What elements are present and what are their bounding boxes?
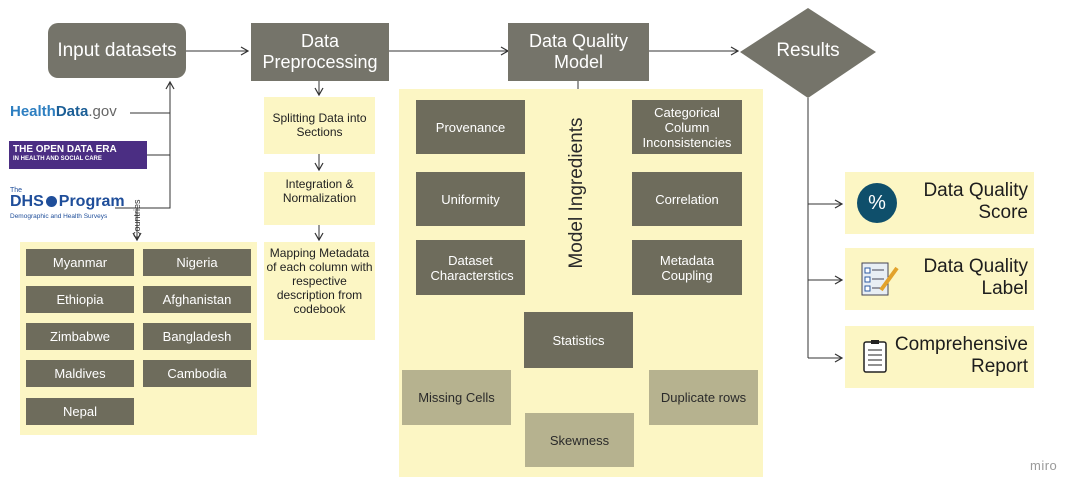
quality-model-label: Data Quality Model xyxy=(528,31,629,72)
results-diamond xyxy=(740,8,876,98)
dhs-small-text: The xyxy=(10,187,23,194)
mapping-step xyxy=(264,242,375,340)
report-svg xyxy=(863,340,887,373)
categorical-label: Categorical Column Inconsistencies xyxy=(642,104,732,150)
dhs-subtitle: Demographic and Health Surveys xyxy=(10,213,108,220)
dhs-main-text: DHS xyxy=(10,193,44,210)
report-card: Comprehensive Report xyxy=(845,326,1034,388)
country-label: Nigeria xyxy=(176,255,218,270)
skewness-box: Skewness xyxy=(525,413,634,467)
checklist-icon xyxy=(861,260,899,296)
country-maldives: Maldives xyxy=(26,360,134,387)
country-label: Zimbabwe xyxy=(50,329,110,344)
percent-icon: % xyxy=(857,183,897,223)
healthdata-text-b: Data xyxy=(55,103,89,120)
country-label: Myanmar xyxy=(52,255,108,270)
countries-label: Countries xyxy=(132,196,142,238)
split-step-label: Splitting Data into Sections xyxy=(272,111,367,139)
country-cambodia: Cambodia xyxy=(143,360,251,387)
dhs-program-text: Program xyxy=(58,193,125,210)
dhs-title: DHS Program xyxy=(10,193,125,211)
quality-label-line2: Label xyxy=(981,278,1029,299)
report-line2: Report xyxy=(970,356,1028,377)
report-line1: Comprehensive xyxy=(894,334,1028,355)
integration-step-label: Integration & Normalization xyxy=(282,177,357,205)
globe-icon xyxy=(45,196,57,207)
dataset-characteristics-label: Dataset Characterstics xyxy=(430,252,514,283)
healthdata-text-a: Health xyxy=(10,103,56,120)
checklist-svg xyxy=(861,262,899,296)
quality-model-header: Data Quality Model xyxy=(508,23,649,81)
statistics-label: Statistics xyxy=(552,332,605,348)
preprocessing-label: Data Preprocessing xyxy=(262,31,378,72)
country-label: Maldives xyxy=(54,366,106,381)
skewness-label: Skewness xyxy=(549,432,610,448)
categorical-inconsistencies-box: Categorical Column Inconsistencies xyxy=(632,100,742,154)
country-label: Afghanistan xyxy=(162,292,232,307)
country-nepal: Nepal xyxy=(26,398,134,425)
input-datasets-label: Input datasets xyxy=(57,39,177,61)
duplicate-rows-box: Duplicate rows xyxy=(649,370,758,425)
open-data-line2: IN HEALTH AND SOCIAL CARE xyxy=(13,156,102,162)
countries-label-text: Countries xyxy=(132,199,142,238)
dataset-characteristics-box: Dataset Characterstics xyxy=(416,240,525,295)
provenance-label: Provenance xyxy=(435,119,506,135)
metadata-coupling-box: Metadata Coupling xyxy=(632,240,742,295)
country-label: Nepal xyxy=(63,404,97,419)
model-ingredients-label: Model Ingredients xyxy=(562,108,592,278)
country-ethiopia: Ethiopia xyxy=(26,286,134,313)
country-zimbabwe: Zimbabwe xyxy=(26,323,134,350)
input-datasets-box: Input datasets xyxy=(48,23,186,78)
report-icon xyxy=(863,340,889,374)
uniformity-box: Uniformity xyxy=(416,172,525,226)
provenance-box: Provenance xyxy=(416,100,525,154)
percent-icon-glyph: % xyxy=(868,191,886,214)
country-nigeria: Nigeria xyxy=(143,249,251,276)
country-label: Bangladesh xyxy=(162,329,232,344)
uniformity-label: Uniformity xyxy=(441,191,500,207)
metadata-coupling-label: Metadata Coupling xyxy=(659,252,715,283)
healthdata-text-c: .gov xyxy=(88,103,117,120)
country-myanmar: Myanmar xyxy=(26,249,134,276)
healthdata-logo: HealthData.gov xyxy=(10,103,117,120)
split-step xyxy=(264,97,375,154)
miro-watermark: miro xyxy=(1030,458,1058,473)
missing-cells-label: Missing Cells xyxy=(418,390,495,405)
open-data-line1: THE OPEN DATA ERA xyxy=(13,144,117,155)
dhs-program-logo: The DHS Program Demographic and Health Su… xyxy=(10,187,125,223)
quality-label-line1: Data Quality xyxy=(923,256,1028,277)
integration-step xyxy=(264,172,375,225)
country-label: Cambodia xyxy=(167,366,227,381)
country-label: Ethiopia xyxy=(56,292,104,307)
quality-label-card: Data Quality Label xyxy=(845,248,1034,310)
preprocessing-header: Data Preprocessing xyxy=(251,23,389,81)
quality-score-line1: Data Quality xyxy=(923,180,1028,201)
correlation-box: Correlation xyxy=(632,172,742,226)
correlation-label: Correlation xyxy=(655,191,719,207)
missing-cells-box: Missing Cells xyxy=(402,370,511,425)
country-afghanistan: Afghanistan xyxy=(143,286,251,313)
statistics-box: Statistics xyxy=(524,312,633,368)
duplicate-rows-label: Duplicate rows xyxy=(660,390,747,405)
open-data-era-logo: THE OPEN DATA ERA IN HEALTH AND SOCIAL C… xyxy=(9,141,147,169)
results-label: Results xyxy=(776,40,840,61)
model-ingredients-text: Model Ingredients xyxy=(566,117,587,269)
country-bangladesh: Bangladesh xyxy=(143,323,251,350)
quality-score-card: % Data Quality Score xyxy=(845,172,1034,234)
mapping-step-label: Mapping Metadata of each column with res… xyxy=(266,246,373,316)
quality-score-line2: Score xyxy=(978,202,1028,223)
